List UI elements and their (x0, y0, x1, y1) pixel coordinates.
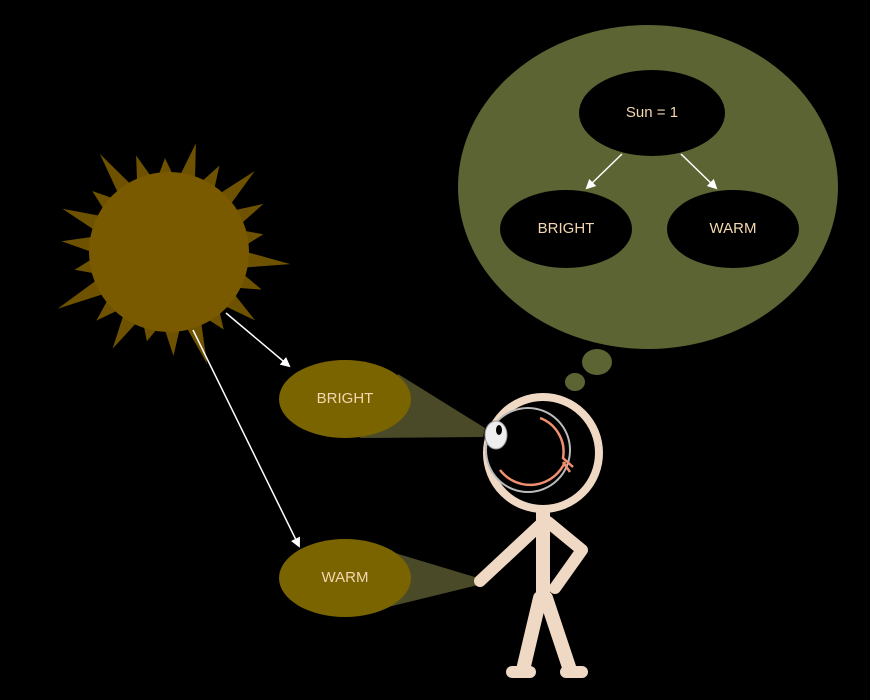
sun-ray (99, 153, 133, 196)
sun-ray (178, 143, 196, 182)
figure-left-leg (516, 591, 547, 677)
node-sun-label: Sun = 1 (626, 104, 678, 121)
figure-left-arm (474, 519, 546, 587)
percept-warm: WARM (279, 539, 411, 617)
eye-icon (484, 407, 574, 493)
thought-dot-small (565, 373, 585, 391)
sun-ray (61, 236, 96, 253)
thought-dot-large (582, 349, 612, 375)
percept-bright: BRIGHT (279, 360, 411, 438)
thought-bubble: Sun = 1 BRIGHT WARM (458, 25, 838, 391)
figure-right-leg (539, 591, 577, 677)
arrow-sun-to-bright-percept (225, 312, 291, 368)
arrow-sun-to-warm-percept (192, 329, 300, 548)
figure-right-arm (542, 516, 588, 594)
sun-ray (242, 251, 291, 268)
node-bright-concept-label: BRIGHT (538, 220, 595, 237)
arrow-sun-to-bright (585, 153, 623, 190)
node-warm-concept: WARM (667, 190, 799, 268)
sun-ray (92, 191, 116, 213)
node-bright-concept: BRIGHT (500, 190, 632, 268)
sun-ray (62, 208, 104, 232)
sun-ray (57, 278, 107, 309)
sun-ray (185, 319, 208, 364)
sun-icon (57, 143, 291, 364)
arrow-sun-to-warm (680, 153, 718, 190)
node-sun: Sun = 1 (579, 70, 725, 156)
percept-bright-label: BRIGHT (317, 390, 374, 407)
node-warm-concept-label: WARM (710, 220, 757, 237)
sun-ray (163, 326, 181, 356)
percept-warm-label: WARM (322, 569, 369, 586)
